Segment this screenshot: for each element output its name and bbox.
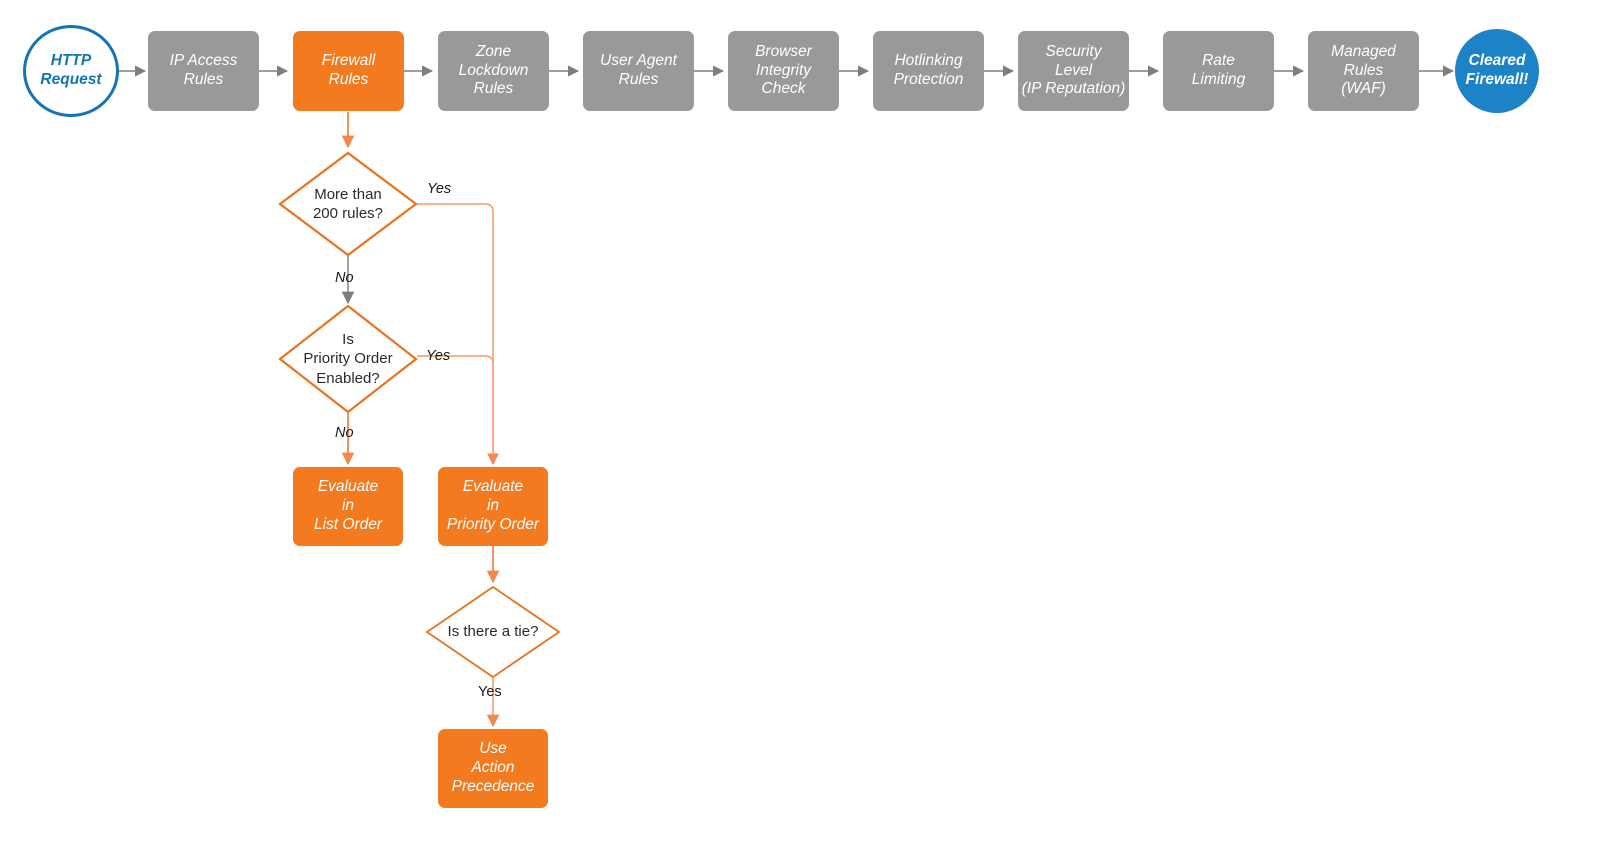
edge-label-more-than-200-yes: Yes [427,181,452,197]
diamond-shape-priority-order [278,304,418,414]
node-zone-lockdown-rules[interactable]: Zone Lockdown Rules [438,31,549,111]
node-evaluate-in-priority-order-label: Evaluate in Priority Order [446,478,540,533]
node-browser-integrity-check-label: Browser Integrity Check [755,42,812,98]
node-more-than-200-rules-label: More than 200 rules? [312,185,384,223]
node-firewall-rules[interactable]: Firewall Rules [293,31,404,111]
node-http-request[interactable]: HTTP Request [23,25,119,117]
edge-label-more-than-200-no: No [335,270,354,286]
node-ip-access-rules[interactable]: IP Access Rules [148,31,259,111]
node-evaluate-in-priority-order[interactable]: Evaluate in Priority Order [438,467,548,546]
edge-label-priority-order-no: No [335,425,354,441]
node-security-level-label: Security Level (IP Reputation) [1021,42,1126,98]
node-browser-integrity-check[interactable]: Browser Integrity Check [728,31,839,111]
node-evaluate-in-list-order-label: Evaluate in List Order [313,478,383,533]
node-use-action-precedence[interactable]: Use Action Precedence [438,729,548,808]
diamond-shape-more-than-200 [278,151,418,257]
arrow-priority-order-yes-to-priority-eval [417,355,494,455]
node-managed-rules-waf[interactable]: Managed Rules (WAF) [1308,31,1419,111]
node-hotlinking-protection-label: Hotlinking Protection [893,52,964,88]
node-hotlinking-protection[interactable]: Hotlinking Protection [873,31,984,111]
node-cleared-firewall[interactable]: Cleared Firewall! [1455,29,1539,113]
node-security-level[interactable]: Security Level (IP Reputation) [1018,31,1129,111]
node-zone-lockdown-rules-label: Zone Lockdown Rules [458,42,529,98]
diamond-shape-is-there-a-tie [425,585,561,679]
node-is-there-a-tie[interactable]: Is there a tie? [424,584,562,680]
node-user-agent-rules[interactable]: User Agent Rules [583,31,694,111]
node-more-than-200-rules[interactable]: More than 200 rules? [277,150,419,258]
edge-label-tie-yes: Yes [478,684,502,700]
node-managed-rules-waf-label: Managed Rules (WAF) [1331,42,1396,98]
node-evaluate-in-list-order[interactable]: Evaluate in List Order [293,467,403,546]
node-user-agent-rules-label: User Agent Rules [600,52,677,88]
node-http-request-label: HTTP Request [40,52,102,88]
node-use-action-precedence-label: Use Action Precedence [451,740,535,795]
node-rate-limiting-label: Rate Limiting [1191,52,1246,88]
node-is-priority-order-enabled[interactable]: Is Priority Order Enabled? [277,303,419,415]
node-ip-access-rules-label: IP Access Rules [169,52,238,88]
node-is-there-a-tie-label: Is there a tie? [447,623,539,641]
edge-label-priority-order-yes: Yes [426,348,451,364]
node-rate-limiting[interactable]: Rate Limiting [1163,31,1274,111]
node-is-priority-order-enabled-label: Is Priority Order Enabled? [303,330,393,387]
arrow-more-than-200-yes-to-priority-eval [417,203,499,466]
node-firewall-rules-label: Firewall Rules [321,52,376,88]
node-cleared-firewall-label: Cleared Firewall! [1465,52,1529,88]
